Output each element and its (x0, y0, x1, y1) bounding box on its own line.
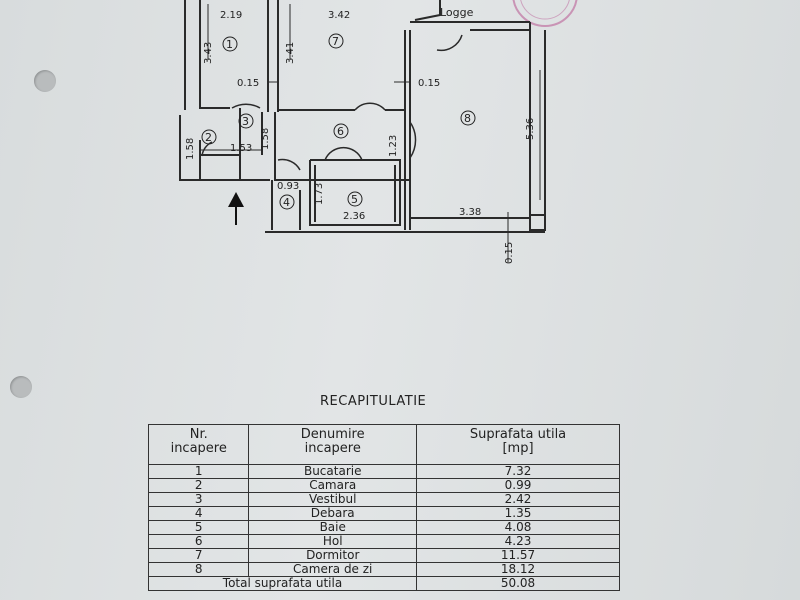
dim-label: 0.93 (277, 181, 299, 192)
room-number: 1 (226, 38, 233, 51)
room-number: 6 (337, 125, 344, 138)
row-nr: 1 (147, 464, 250, 479)
punch-hole-top (34, 70, 56, 92)
room-number: 3 (242, 115, 249, 128)
door-swings (201, 34, 463, 171)
dim-label: 0.15 (504, 242, 515, 264)
row-name: Baie (248, 520, 417, 535)
row-area: 1.35 (415, 506, 621, 521)
header-area-line2: [mp] (502, 441, 534, 456)
dim-label: 1.58 (260, 128, 271, 150)
room-number: 2 (205, 131, 212, 144)
row-area: 4.08 (415, 520, 621, 535)
punch-hole-bottom (10, 376, 32, 398)
row-name: Bucatarie (248, 464, 417, 479)
header-nr-line1: Nr. (189, 427, 208, 442)
row-name: Vestibul (248, 492, 417, 507)
header-area: Suprafata utila [mp] (415, 424, 621, 465)
row-area: 7.32 (415, 464, 621, 479)
room-number: 4 (283, 196, 290, 209)
table-row: 4 Debara 1.35 (147, 506, 621, 521)
entrance-arrow-icon (228, 192, 244, 225)
dim-label: 5.36 (525, 118, 536, 140)
dimension-lines (200, 4, 541, 262)
dim-label: 1.23 (388, 135, 399, 157)
dim-label: 2.36 (343, 211, 365, 222)
table-row: 8 Camera de zi 18.12 (147, 562, 621, 577)
row-name: Camera de zi (248, 562, 417, 577)
dim-label: 0.15 (418, 78, 440, 89)
row-nr: 7 (147, 548, 250, 563)
row-name: Hol (248, 534, 417, 549)
row-area: 18.12 (415, 562, 621, 577)
table-row: 1 Bucatarie 7.32 (147, 464, 621, 479)
row-nr: 3 (147, 492, 250, 507)
row-area: 0.99 (415, 478, 621, 493)
dim-label: 1.58 (185, 138, 196, 160)
room-number: 8 (464, 112, 471, 125)
total-label: Total suprafata utila (148, 576, 417, 591)
total-value: 50.08 (415, 576, 621, 591)
row-nr: 5 (147, 520, 250, 535)
loggia-label: Logge (440, 6, 474, 19)
dim-label: 3.42 (328, 10, 350, 21)
recap-title: RECAPITULATIE (320, 394, 427, 409)
row-area: 2.42 (415, 492, 621, 507)
row-name: Debara (248, 506, 417, 521)
row-area: 11.57 (415, 548, 621, 563)
dim-label: 3.43 (203, 42, 214, 64)
official-stamp (512, 0, 578, 27)
header-name-line1: Denumire (300, 427, 365, 442)
table-header-row: Nr. incapere Denumire incapere Suprafata… (147, 424, 621, 465)
dim-label: 3.38 (459, 207, 481, 218)
room-number: 7 (332, 35, 339, 48)
row-name: Camara (248, 478, 417, 493)
walls (179, 0, 546, 233)
table-row: 5 Baie 4.08 (147, 520, 621, 535)
row-nr: 4 (147, 506, 250, 521)
header-name: Denumire incapere (248, 424, 417, 465)
row-nr: 8 (147, 562, 250, 577)
table-row: 2 Camara 0.99 (147, 478, 621, 493)
row-nr: 2 (147, 478, 250, 493)
dim-label: 0.15 (237, 78, 259, 89)
table-row: 6 Hol 4.23 (147, 534, 621, 549)
room-markers: 1 7 3 2 6 8 4 5 (201, 33, 476, 210)
header-name-line2: incapere (304, 441, 361, 456)
row-name: Dormitor (248, 548, 417, 563)
header-area-line1: Suprafata utila (469, 427, 567, 442)
dim-label: 1.53 (230, 143, 252, 154)
header-nr: Nr. incapere (147, 424, 250, 465)
room-number: 5 (351, 193, 358, 206)
header-nr-line2: incapere (170, 441, 227, 456)
dim-label: 3.41 (285, 42, 296, 64)
dim-label: 1.73 (314, 183, 325, 205)
table-row: 3 Vestibul 2.42 (147, 492, 621, 507)
row-area: 4.23 (415, 534, 621, 549)
dim-label: 2.19 (220, 10, 242, 21)
row-nr: 6 (147, 534, 250, 549)
table-row: 7 Dormitor 11.57 (147, 548, 621, 563)
total-row: Total suprafata utila 50.08 (148, 576, 621, 591)
room-area-table: Nr. incapere Denumire incapere Suprafata… (147, 424, 621, 591)
